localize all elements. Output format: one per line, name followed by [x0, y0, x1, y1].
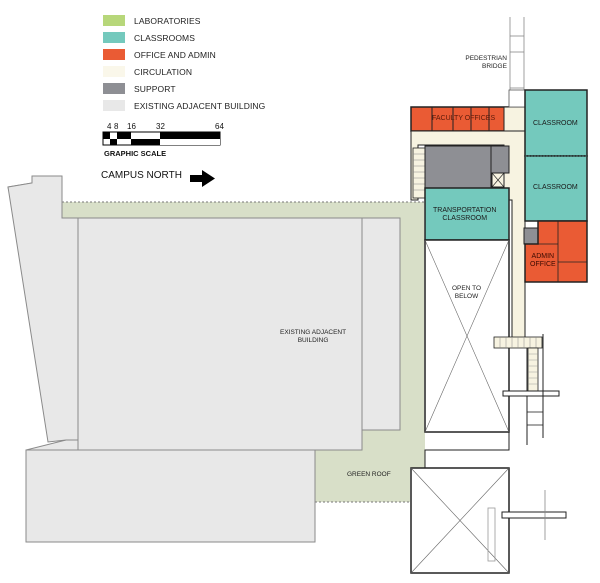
pedestrian-bridge [509, 17, 525, 90]
laboratories-swatch [103, 15, 125, 26]
exterior-walkway [502, 390, 560, 397]
legend-item-laboratories: LABORATORIES [103, 12, 265, 29]
legend-label: SUPPORT [134, 83, 176, 94]
support-room [424, 145, 492, 189]
label-line: BUILDING [297, 337, 329, 344]
label-line: OFFICE [530, 261, 556, 268]
legend-item-classrooms: CLASSROOMS [103, 29, 265, 46]
scale-tick: 64 [215, 122, 224, 131]
scale-ticks: 4 8 16 32 64 [103, 122, 233, 132]
stair-west [412, 147, 426, 199]
label-line: EXISTING ADJACENT [280, 329, 347, 336]
label-line: BELOW [454, 293, 479, 300]
office-admin-swatch [103, 49, 125, 60]
existing-swatch [103, 100, 125, 111]
graphic-scale-bar [102, 131, 221, 146]
classroom-south-label: CLASSROOM [533, 184, 578, 191]
label-line: ADMIN [531, 253, 555, 260]
classroom-north [524, 89, 588, 157]
legend-item-support: SUPPORT [103, 80, 265, 97]
legend-item-existing: EXISTING ADJACENT BUILDING [103, 97, 265, 114]
existing-building-label: EXISTING ADJACENT BUILDING [280, 329, 346, 345]
admin-office-label: ADMIN OFFICE [530, 253, 556, 269]
legend-label: CLASSROOMS [134, 32, 195, 43]
scale-tick: 4 [107, 122, 112, 131]
open-to-below-label: OPEN TO BELOW [452, 285, 481, 301]
legend: LABORATORIES CLASSROOMS OFFICE AND ADMIN… [103, 12, 265, 114]
legend-label: OFFICE AND ADMIN [134, 49, 216, 60]
support-closet [523, 227, 539, 245]
existing-building-main [77, 217, 363, 451]
classrooms-swatch [103, 32, 125, 43]
existing-building-south-wing [25, 449, 316, 543]
legend-label: CIRCULATION [134, 66, 193, 77]
faculty-offices-label: FACULTY OFFICES [432, 115, 496, 122]
legend-item-office-admin: OFFICE AND ADMIN [103, 46, 265, 63]
campus-north-indicator: CAMPUS NORTH [101, 170, 187, 181]
legend-label: LABORATORIES [134, 15, 201, 26]
lower-walkway [501, 511, 567, 519]
scale-tick: 8 [114, 122, 119, 131]
green-roof-label: GREEN ROOF [347, 471, 391, 478]
label-line: PEDESTRIAN [465, 55, 507, 62]
green-roof-top-band [62, 202, 424, 218]
label-line: OPEN TO [452, 285, 482, 292]
label-line: CLASSROOM [442, 215, 488, 222]
green-roof-right-band [400, 218, 424, 458]
transportation-classroom [424, 187, 510, 241]
classroom-north-label: CLASSROOM [533, 120, 578, 127]
campus-north-label: CAMPUS NORTH [101, 170, 182, 181]
pedestrian-bridge-label: PEDESTRIAN BRIDGE [464, 55, 507, 71]
label-line: TRANSPORTATION [433, 207, 497, 214]
legend-label: EXISTING ADJACENT BUILDING [134, 100, 266, 111]
legend-item-circulation: CIRCULATION [103, 63, 265, 80]
scale-tick: 32 [156, 122, 165, 131]
scale-tick: 16 [127, 122, 136, 131]
label-line: BRIDGE [482, 63, 507, 70]
scale-title: GRAPHIC SCALE [104, 149, 167, 158]
stair-east-run [527, 347, 539, 392]
circulation-swatch [103, 66, 125, 77]
right-arrow-icon [190, 170, 215, 187]
support-swatch [103, 83, 125, 94]
transportation-classroom-label: TRANSPORTATION CLASSROOM [433, 207, 496, 223]
existing-building-annex [361, 217, 401, 431]
